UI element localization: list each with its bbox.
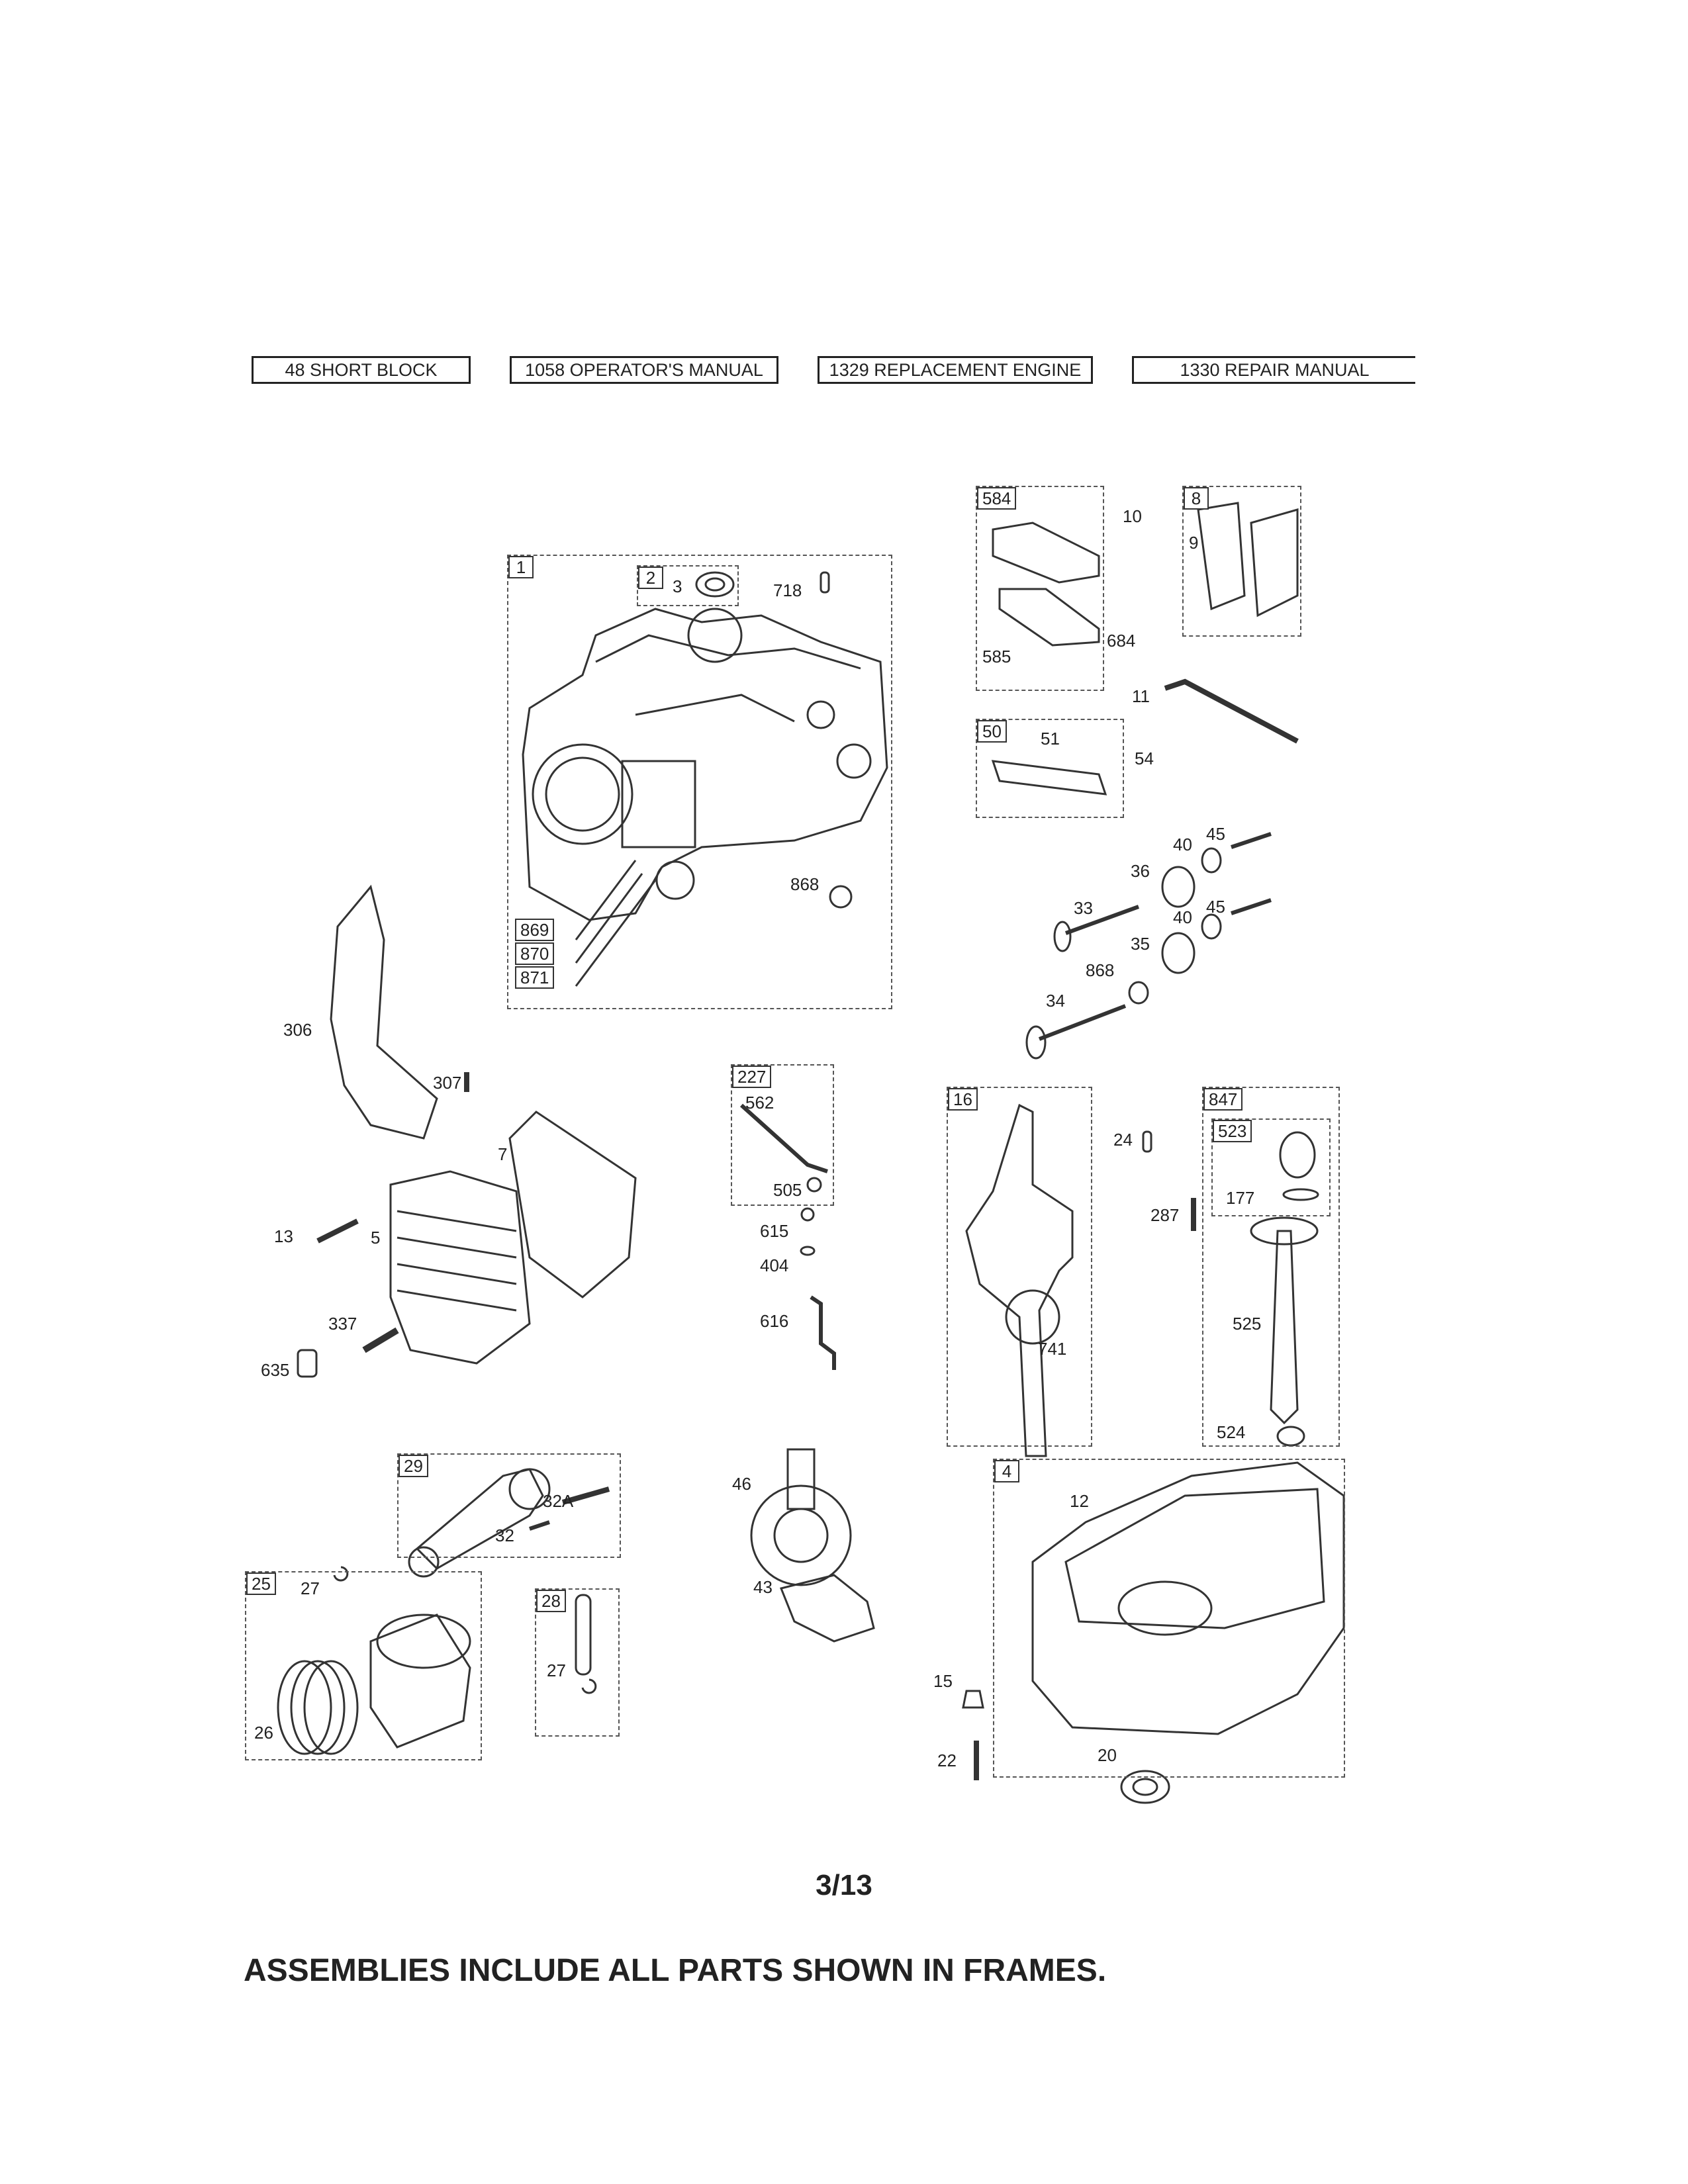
part-label-616: 616 xyxy=(760,1311,789,1331)
frame-number-8: 8 xyxy=(1184,487,1209,510)
part-label-35: 35 xyxy=(1131,934,1150,954)
part-label-306: 306 xyxy=(283,1020,312,1040)
part-label-3: 3 xyxy=(673,576,682,596)
frame-number-1: 1 xyxy=(508,556,534,578)
frame-piston xyxy=(245,1571,482,1760)
part-label-54: 54 xyxy=(1135,749,1154,768)
part-label-51: 51 xyxy=(1041,729,1060,749)
frame-governor-arm xyxy=(731,1064,834,1206)
part-label-287: 287 xyxy=(1150,1205,1180,1225)
part-label-27b: 27 xyxy=(547,1661,566,1680)
cylinder-block-drawing xyxy=(522,608,888,987)
frame-number-523: 523 xyxy=(1213,1120,1252,1142)
part-label-615: 615 xyxy=(760,1221,789,1241)
short-block-button[interactable]: 48 SHORT BLOCK xyxy=(252,356,471,384)
frame-number-25: 25 xyxy=(246,1572,276,1595)
part-label-524: 524 xyxy=(1217,1422,1246,1442)
part-label-404: 404 xyxy=(760,1255,789,1275)
frame-wrist-pin xyxy=(535,1588,620,1737)
part-label-40b: 40 xyxy=(1173,907,1192,927)
part-label-13: 13 xyxy=(274,1226,293,1246)
part-label-27: 27 xyxy=(301,1578,320,1598)
page-number: 3/13 xyxy=(816,1869,872,1901)
part-label-33: 33 xyxy=(1074,898,1093,918)
part-label-505: 505 xyxy=(773,1180,802,1200)
part-label-307: 307 xyxy=(433,1073,462,1093)
part-label-32A: 32A xyxy=(543,1491,574,1511)
part-label-22: 22 xyxy=(937,1751,957,1770)
frame-dipstick xyxy=(1202,1087,1340,1447)
part-label-26: 26 xyxy=(254,1723,273,1743)
part-label-10: 10 xyxy=(1123,506,1142,526)
repair-manual-button[interactable]: 1330 REPAIR MANUAL xyxy=(1132,356,1415,384)
frame-number-870: 870 xyxy=(515,942,555,965)
frame-number-28: 28 xyxy=(536,1590,566,1612)
part-label-5: 5 xyxy=(371,1228,381,1248)
frame-connecting-rod xyxy=(397,1453,621,1558)
crankshaft-drawing xyxy=(965,1103,1074,1457)
frame-number-2: 2 xyxy=(638,567,663,589)
frame-number-29: 29 xyxy=(399,1455,428,1477)
part-label-43: 43 xyxy=(753,1577,773,1597)
frame-number-50: 50 xyxy=(977,720,1007,743)
frame-number-584: 584 xyxy=(977,487,1017,510)
frame-sump xyxy=(993,1459,1345,1778)
operators-manual-button[interactable]: 1058 OPERATOR'S MANUAL xyxy=(510,356,778,384)
part-label-585: 585 xyxy=(982,647,1011,666)
gasket-drawing xyxy=(992,522,1100,584)
frame-number-871: 871 xyxy=(515,966,555,989)
seal-drawing xyxy=(695,571,735,598)
part-label-718: 718 xyxy=(773,580,802,600)
part-label-635: 635 xyxy=(261,1360,290,1380)
cylinder-head-drawing xyxy=(389,1170,531,1365)
frame-number-847: 847 xyxy=(1203,1088,1243,1111)
part-label-337: 337 xyxy=(328,1314,357,1334)
frame-crankshaft xyxy=(947,1087,1092,1447)
frame-number-869: 869 xyxy=(515,919,555,941)
part-label-36: 36 xyxy=(1131,861,1150,881)
part-label-24: 24 xyxy=(1113,1130,1133,1150)
frame-number-227: 227 xyxy=(732,1066,772,1088)
frame-dipstick-cap xyxy=(1211,1118,1331,1216)
frame-valve-cover xyxy=(1182,486,1301,637)
part-label-9: 9 xyxy=(1189,533,1199,553)
frame-number-4: 4 xyxy=(994,1460,1019,1482)
part-label-32: 32 xyxy=(495,1525,514,1545)
part-label-12: 12 xyxy=(1070,1491,1089,1511)
frame-breather xyxy=(976,719,1124,818)
part-label-34: 34 xyxy=(1046,991,1065,1011)
part-label-7: 7 xyxy=(498,1144,508,1164)
piston-drawing xyxy=(369,1614,471,1749)
frame-cylinder-block xyxy=(507,555,892,1009)
part-label-45: 45 xyxy=(1206,824,1225,844)
dipstick-tube-drawing xyxy=(1270,1230,1299,1425)
part-label-11: 11 xyxy=(1132,686,1150,706)
part-label-177: 177 xyxy=(1226,1188,1255,1208)
part-label-40: 40 xyxy=(1173,835,1192,854)
replacement-engine-button[interactable]: 1329 REPLACEMENT ENGINE xyxy=(818,356,1093,384)
frame-gaskets xyxy=(976,486,1104,691)
shroud-drawing xyxy=(330,884,438,1140)
part-label-525: 525 xyxy=(1233,1314,1262,1334)
cam-gear-drawing xyxy=(750,1484,852,1586)
assemblies-note: ASSEMBLIES INCLUDE ALL PARTS SHOWN IN FR… xyxy=(244,1953,1107,1988)
part-label-20: 20 xyxy=(1098,1745,1117,1765)
part-label-562: 562 xyxy=(745,1093,774,1113)
part-label-868b: 868 xyxy=(1086,960,1115,980)
part-label-684: 684 xyxy=(1107,631,1136,651)
frame-seal xyxy=(637,565,739,606)
part-label-741: 741 xyxy=(1038,1339,1067,1359)
part-label-868: 868 xyxy=(790,874,820,894)
frame-number-16: 16 xyxy=(948,1088,978,1111)
part-label-45b: 45 xyxy=(1206,897,1225,917)
part-label-15: 15 xyxy=(933,1671,953,1691)
part-label-46: 46 xyxy=(732,1474,751,1494)
